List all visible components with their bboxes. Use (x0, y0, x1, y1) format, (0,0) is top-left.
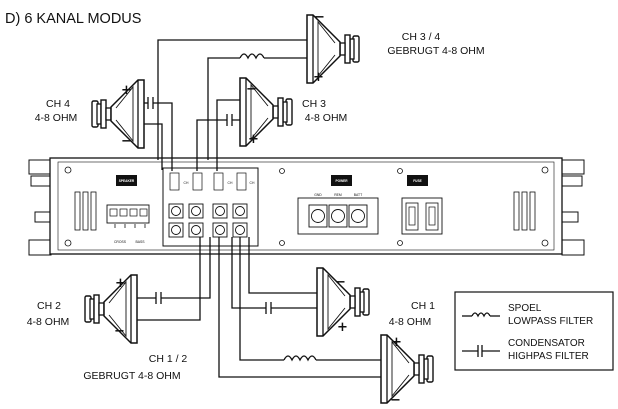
speaker-wires (125, 39, 383, 378)
ch12-impedance: GEBRUGT 4-8 OHM (83, 370, 180, 382)
ch3-name: CH 3 (302, 98, 326, 110)
polarity-plus: + (121, 83, 132, 98)
ch2-name: CH 2 (37, 300, 61, 312)
ch1-name: CH 1 (411, 300, 435, 312)
term-ch-label-1: CH (184, 181, 189, 185)
term-ch-label-2: CH (228, 181, 233, 185)
ch2-impedance: 4-8 OHM (27, 316, 70, 328)
power-label-batt: BATT (354, 193, 362, 197)
speaker-badge-label: SPEAKER (119, 179, 135, 183)
polarity-minus: − (246, 82, 257, 97)
polarity-plus: + (115, 276, 126, 291)
power-label-gnd: GND (314, 193, 322, 197)
polarity-minus: − (114, 324, 125, 339)
power-label-rem: REM (334, 193, 342, 197)
polarity-plus: + (391, 335, 402, 350)
polarity-minus: − (335, 275, 346, 290)
legend-box: SPOEL LOWPASS FILTER CONDENSATOR HIGHPAS… (454, 291, 614, 371)
legend-cap-line2: HIGHPAS FILTER (508, 351, 589, 362)
ch4-name: CH 4 (46, 98, 70, 110)
speaker-ch4 (91, 79, 145, 149)
polarity-minus: − (390, 393, 401, 408)
control-label-cross: CROSS (114, 240, 127, 244)
fuse-badge (407, 175, 428, 186)
power-badge (331, 175, 352, 186)
ch34-name: CH 3 / 4 (402, 31, 441, 43)
fuse-badge-label: FUSE (413, 179, 422, 183)
term-ch-label-3: CH (250, 181, 255, 185)
polarity-plus: + (313, 70, 324, 85)
diagram-title: D) 6 KANAL MODUS (5, 11, 141, 27)
ch4-impedance: 4-8 OHM (35, 112, 78, 124)
control-label-bass: BASS (135, 240, 145, 244)
amplifier: SPEAKER POWER FUSE CROSS BASS CH CH CH (28, 157, 585, 256)
legend-coil-line1: SPOEL (508, 303, 542, 314)
polarity-minus: − (121, 134, 132, 149)
legend-cap-line1: CONDENSATOR (508, 338, 585, 349)
legend-coil-line2: LOWPASS FILTER (508, 316, 593, 327)
polarity-minus: − (314, 10, 325, 25)
polarity-plus: + (248, 132, 259, 147)
speaker-ch2 (84, 274, 138, 344)
control-block (106, 204, 150, 224)
ch12-name: CH 1 / 2 (149, 353, 188, 365)
speaker-badge (116, 175, 137, 186)
power-badge-label: POWER (335, 179, 348, 183)
speaker-ch12 (381, 335, 433, 403)
ch1-impedance: 4-8 OHM (389, 316, 432, 328)
ch34-impedance: GEBRUGT 4-8 OHM (387, 45, 484, 57)
polarity-plus: + (337, 320, 348, 335)
ch3-impedance: 4-8 OHM (305, 112, 348, 124)
